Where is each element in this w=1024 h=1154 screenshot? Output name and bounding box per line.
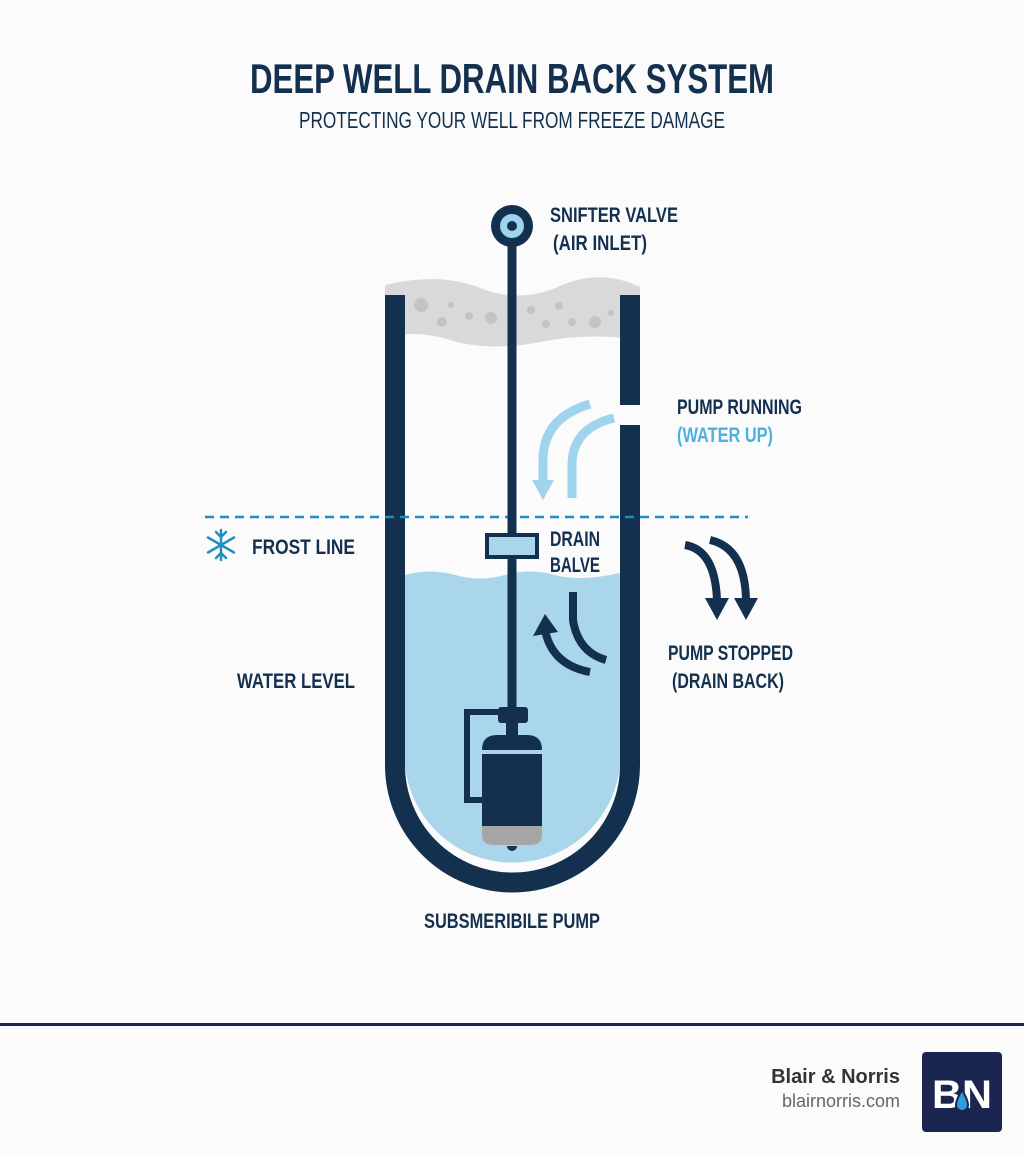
drain-valve-icon [485, 533, 539, 559]
water-up-arrows-icon [532, 399, 616, 500]
page-subtitle: PROTECTING YOUR WELL FROM FREEZE DAMAGE [299, 107, 725, 133]
page-title: DEEP WELL DRAIN BACK SYSTEM [250, 55, 774, 102]
label-snifter-valve: SNIFTER VALVE [550, 204, 678, 227]
snifter-valve-icon [491, 205, 533, 247]
submersible-pump-icon [464, 707, 542, 851]
ground-pebbles [414, 298, 614, 328]
drain-inside-arrows-icon [533, 592, 608, 676]
brand-name: Blair & Norris [771, 1066, 900, 1088]
label-drain-back: (DRAIN BACK) [672, 670, 784, 693]
label-pump-running: PUMP RUNNING [677, 396, 802, 419]
brand-url: blairnorris.com [781, 1091, 900, 1111]
label-drain: DRAIN [550, 528, 600, 551]
footer-divider [0, 1023, 1024, 1026]
label-submersible-pump: SUBSMERIBILE PUMP [424, 910, 600, 933]
snowflake-icon [206, 528, 236, 562]
label-air-inlet: (AIR INLET) [553, 232, 647, 255]
drain-back-arrows-icon [684, 536, 758, 620]
brand-block: Blair & Norris blairnorris.com [771, 1066, 900, 1112]
brand-logo: BN [922, 1052, 1002, 1132]
label-water-level: WATER LEVEL [237, 670, 355, 693]
label-frost-line: FROST LINE [252, 536, 355, 559]
well-casing [385, 295, 640, 893]
label-balve: BALVE [550, 554, 600, 577]
label-water-up: (WATER UP) [677, 424, 773, 447]
label-pump-stopped: PUMP STOPPED [668, 642, 793, 665]
logo-bn-icon: BN [932, 1073, 992, 1117]
